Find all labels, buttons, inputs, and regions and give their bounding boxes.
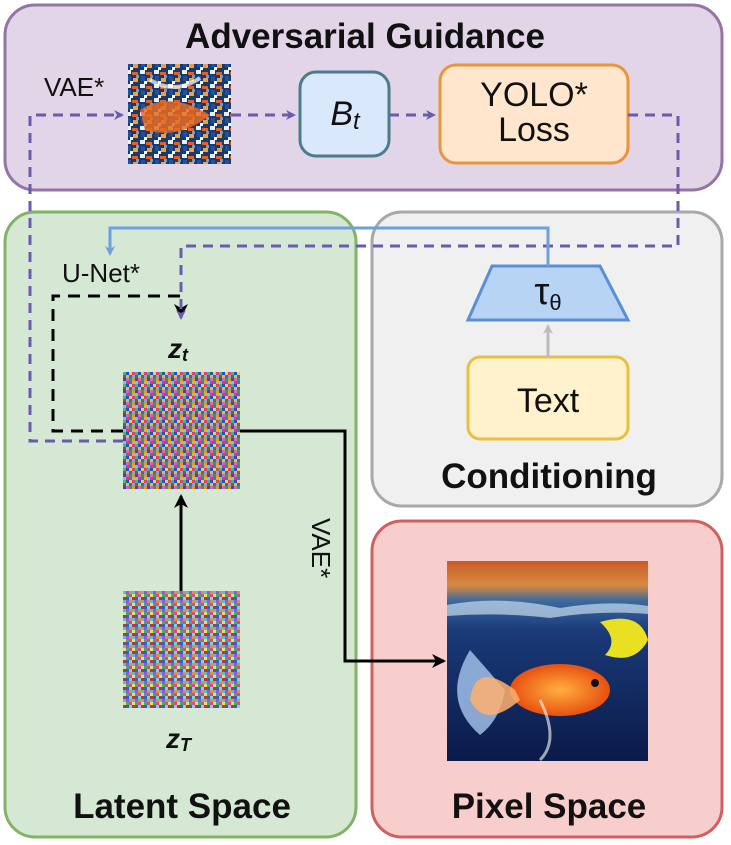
latent-space-title: Latent Space: [73, 787, 291, 826]
svg-text:zT: zT: [165, 723, 193, 755]
adversarial-guidance-title: Adversarial Guidance: [185, 17, 545, 56]
zT-subscript: T: [180, 735, 193, 755]
goldfish-output-image: [447, 561, 648, 762]
yolo-label-line2: Loss: [498, 111, 570, 149]
text-label: Text: [517, 382, 580, 420]
latent-zt-image: [123, 372, 240, 489]
svg-text:τθ: τθ: [534, 271, 561, 315]
bt-subscript: t: [353, 108, 361, 135]
bt-label: B: [330, 95, 353, 133]
decode-arrow: [240, 429, 446, 668]
yolo-loss-node: YOLO* Loss: [438, 63, 630, 165]
zT-label: z: [165, 723, 180, 754]
vae-top-label: VAE*: [44, 72, 104, 102]
unet-loop-arrow: [51, 294, 188, 433]
latent-zT-image: [123, 591, 240, 708]
unet-label: U-Net*: [62, 258, 140, 288]
svg-text:Bt: Bt: [330, 95, 361, 135]
text-node: Text: [466, 355, 630, 441]
tau-subscript: θ: [549, 290, 561, 315]
bt-node: Bt: [298, 70, 391, 158]
zt-label: z: [167, 333, 182, 364]
tau-label: τ: [534, 271, 549, 313]
zt-subscript: t: [182, 345, 189, 365]
conditioning-title: Conditioning: [441, 457, 657, 496]
text-encoder-node: τθ: [465, 264, 631, 322]
conditioning-path: [105, 226, 550, 266]
guidance-path: [28, 110, 680, 443]
vae-side-label: VAE*: [306, 518, 336, 578]
pixel-space-title: Pixel Space: [452, 787, 647, 826]
svg-text:zt: zt: [167, 333, 189, 365]
adversarial-image: [128, 64, 231, 164]
yolo-label-line1: YOLO*: [480, 76, 588, 114]
